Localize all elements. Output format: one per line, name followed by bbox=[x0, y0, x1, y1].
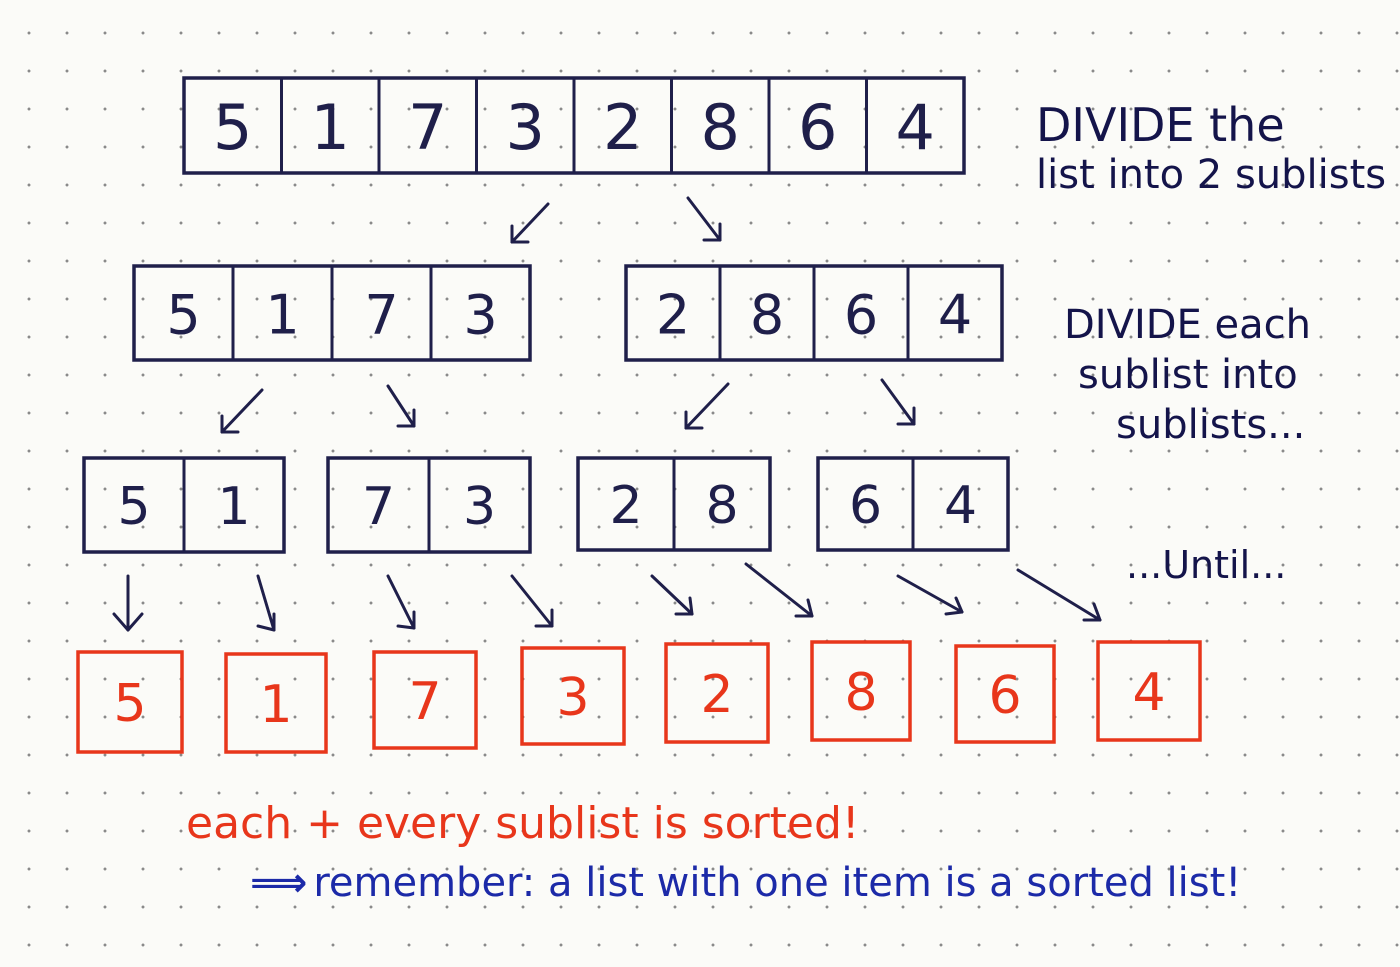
cell-value: 5 bbox=[166, 284, 200, 347]
cell-value: 3 bbox=[463, 477, 496, 537]
sorted-sublist: 3 bbox=[520, 646, 626, 746]
cell-value: 4 bbox=[1132, 663, 1165, 723]
sorted-sublist: 7 bbox=[372, 650, 478, 750]
divide-list-line2: list into 2 sublists bbox=[1036, 152, 1387, 198]
cell-value: 2 bbox=[656, 284, 690, 347]
cell-value: 8 bbox=[705, 476, 738, 536]
arrow-down bbox=[112, 574, 144, 632]
arrow-down-right bbox=[386, 384, 416, 428]
sorted-sublist: 2 bbox=[664, 642, 770, 744]
divide-each-line1: DIVIDE each bbox=[1064, 302, 1312, 348]
list-frame bbox=[76, 650, 184, 754]
cell-value: 8 bbox=[750, 284, 784, 347]
list-frame bbox=[664, 642, 770, 744]
arrow-down bbox=[1016, 568, 1102, 622]
cell-value: 6 bbox=[844, 284, 878, 347]
cell-value: 1 bbox=[217, 477, 250, 537]
cell-value: 2 bbox=[700, 665, 733, 725]
cell-value: 5 bbox=[213, 91, 252, 164]
list-frame bbox=[520, 646, 626, 746]
arrow-down bbox=[386, 574, 416, 630]
divide-list-line1: DIVIDE the bbox=[1036, 98, 1285, 152]
until-annotation: ...Until... bbox=[1126, 543, 1287, 587]
cell-value: 7 bbox=[408, 91, 447, 164]
list-frame bbox=[372, 650, 478, 750]
arrow-down bbox=[510, 574, 554, 628]
double-arrow-icon: ⟹ bbox=[250, 860, 308, 906]
divide-each-annotation: DIVIDE each sublist into sublists... bbox=[1064, 300, 1311, 450]
arrow-down-left bbox=[684, 382, 730, 430]
arrow-down bbox=[744, 562, 814, 618]
list-frame bbox=[810, 640, 912, 742]
cell-value: 3 bbox=[506, 91, 545, 164]
cell-value: 4 bbox=[944, 476, 977, 536]
cell-value: 5 bbox=[117, 477, 150, 537]
sorted-sublist: 4 bbox=[1096, 640, 1202, 742]
cell-value: 7 bbox=[362, 477, 395, 537]
list-frame bbox=[224, 652, 328, 754]
cell-value: 1 bbox=[311, 91, 350, 164]
cell-value: 8 bbox=[701, 91, 740, 164]
sorted-sublist: 6 bbox=[954, 644, 1056, 744]
cell-value: 6 bbox=[798, 91, 837, 164]
cell-value: 5 bbox=[113, 674, 146, 734]
single-item-lists: 5 1 7 3 2 8 6 4 bbox=[76, 640, 1202, 754]
list-frame bbox=[954, 644, 1056, 744]
cell-value: 1 bbox=[259, 675, 292, 735]
cell-value: 2 bbox=[609, 476, 642, 536]
arrow-down-left bbox=[510, 202, 550, 244]
sorted-sublist: 5 bbox=[76, 650, 184, 754]
divide-arrows bbox=[112, 196, 1102, 632]
arrow-down-left bbox=[220, 388, 264, 434]
divide-each-line2: sublist into bbox=[1078, 352, 1298, 398]
cell-value: 6 bbox=[988, 666, 1021, 726]
cell-value: 3 bbox=[556, 668, 589, 728]
remember-annotation: ⟹remember: a list with one item is a sor… bbox=[250, 860, 1241, 906]
arrow-down bbox=[256, 574, 276, 632]
cell-value: 4 bbox=[938, 284, 972, 347]
arrow-down-right bbox=[686, 196, 722, 242]
arrow-down-right bbox=[880, 378, 916, 426]
cell-value: 2 bbox=[603, 91, 642, 164]
divide-list-annotation: DIVIDE the list into 2 sublists bbox=[1036, 100, 1386, 200]
cell-value: 7 bbox=[408, 672, 441, 732]
sorted-sublist: 8 bbox=[810, 640, 912, 742]
cell-value: 4 bbox=[896, 91, 935, 164]
divide-each-line3: sublists... bbox=[1116, 402, 1306, 448]
cell-value: 3 bbox=[463, 284, 497, 347]
arrow-down bbox=[650, 574, 694, 616]
sorted-sublist: 1 bbox=[224, 652, 328, 754]
cell-value: 8 bbox=[844, 663, 877, 723]
sorted-annotation: each + every sublist is sorted! bbox=[186, 798, 860, 849]
sublist: 5 1 7 3 bbox=[132, 264, 532, 362]
list-frame bbox=[1096, 640, 1202, 742]
cell-value: 7 bbox=[364, 284, 398, 347]
cell-value: 6 bbox=[849, 476, 882, 536]
arrow-down bbox=[896, 574, 964, 616]
cell-value: 1 bbox=[265, 284, 299, 347]
remember-text: remember: a list with one item is a sort… bbox=[313, 860, 1242, 906]
